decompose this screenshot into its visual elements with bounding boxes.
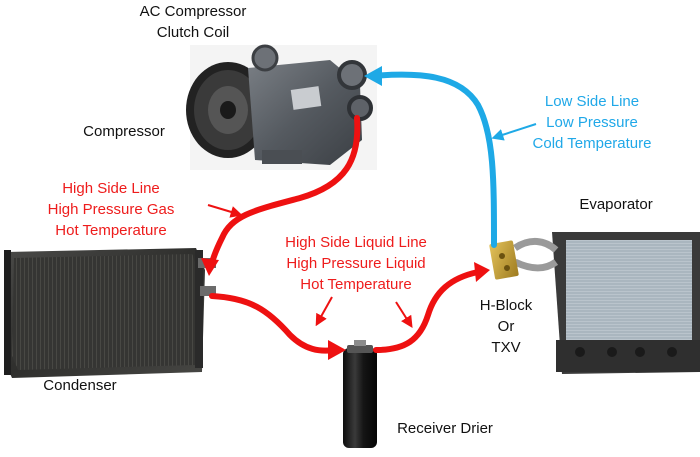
high-side-liquid-line-to-valve [373,269,481,353]
high-side-liquid-line-to-drier [209,293,337,354]
compressor-label-text: Compressor [83,123,165,140]
low-side-flow-arrowhead [364,66,382,86]
h-block-label-line2: Or [497,318,515,335]
compressor-icon [186,44,377,170]
high-side-gas-label-line1: High Side Line [62,180,160,197]
high-side-gas-label-line2: High Pressure Gas [47,201,175,218]
clutch-coil-label-line1: AC Compressor [139,3,247,20]
liquid-line-to-drier-arrowhead [328,340,346,360]
high-side-gas-label: High Side Line High Pressure Gas Hot Tem… [30,178,192,241]
h-block-valve-icon [489,240,519,280]
clutch-coil-label-line2: Clutch Coil [156,24,230,41]
high-side-liquid-label-line1: High Side Liquid Line [285,234,427,251]
low-side-label-line2: Low Pressure [546,114,638,131]
evaporator-label: Evaporator [568,194,664,215]
h-block-label-line1: H-Block [479,297,533,314]
evaporator-label-text: Evaporator [579,196,653,213]
liquid-pointer-arrow-left [315,296,333,327]
low-side-pointer-arrow [491,123,537,141]
condenser-label-text: Condenser [43,377,117,394]
receiver-drier-label: Receiver Drier [384,418,506,439]
h-block-label-line3: TXV [491,339,521,356]
h-block-label: H-Block Or TXV [470,295,542,358]
high-side-liquid-label-line3: Hot Temperature [300,276,412,293]
condenser-icon [4,248,216,378]
low-side-label-line3: Cold Temperature [532,135,652,152]
low-side-line [369,71,497,248]
receiver-drier-label-text: Receiver Drier [397,420,493,437]
low-side-label-line1: Low Side Line [544,93,640,110]
high-side-liquid-label-line2: High Pressure Liquid [286,255,426,272]
evaporator-icon [513,232,700,374]
high-side-gas-label-line3: Hot Temperature [55,222,167,239]
condenser-label: Condenser [32,375,128,396]
liquid-pointer-arrow-right [395,301,413,329]
high-side-gas-pointer-arrow [207,204,243,218]
clutch-coil-label: AC Compressor Clutch Coil [123,1,263,43]
high-side-gas-line [208,115,361,269]
low-side-label: Low Side Line Low Pressure Cold Temperat… [512,91,672,154]
high-side-gas-flow-arrowhead [201,258,219,276]
receiver-drier-icon [343,340,377,448]
compressor-label: Compressor [68,121,180,142]
high-side-liquid-label: High Side Liquid Line High Pressure Liqu… [266,232,446,295]
liquid-line-to-valve-arrowhead [474,262,490,282]
